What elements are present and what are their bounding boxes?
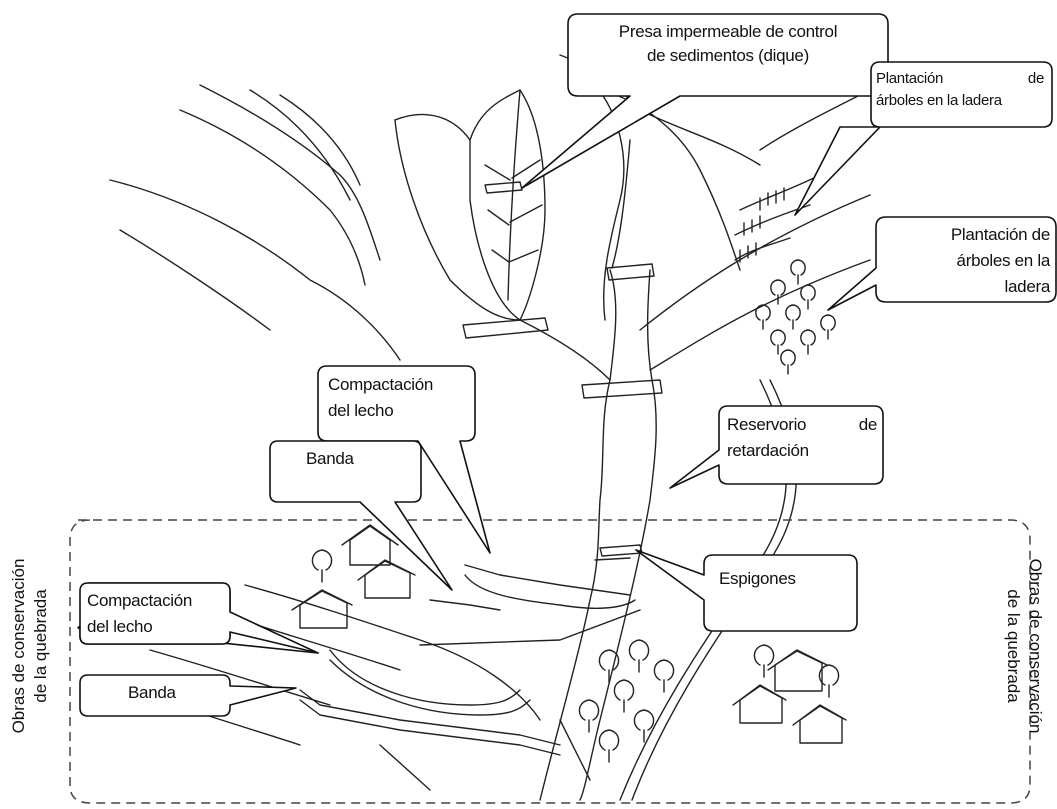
terrace-line [734, 237, 791, 261]
house [357, 559, 416, 599]
ridge-line [639, 194, 871, 331]
house [291, 589, 353, 629]
callout-plantacion-right-line3: ladera [1004, 277, 1051, 296]
callout-plantacion-top-word: Plantación [876, 70, 944, 87]
callout-banda-upper [269, 440, 453, 591]
callout-compactacion-lower-line2: del lecho [87, 617, 153, 636]
channel-work [464, 574, 636, 609]
callout-presa [521, 13, 889, 189]
callout-compactacion-upper [317, 365, 491, 554]
field-line [149, 649, 331, 706]
basin-stream [507, 89, 521, 301]
callout-plantacion-top [794, 61, 1053, 216]
tree-cluster-lower [578, 639, 840, 763]
callout-espigones [635, 549, 858, 632]
upper-basin [469, 89, 546, 321]
ridge-line [119, 229, 271, 331]
callout-presa-line2: de sedimentos (dique) [647, 46, 809, 65]
channel-work [329, 649, 521, 706]
callout-plantacion-top-end: de [1027, 70, 1044, 87]
ridge-line [199, 84, 381, 261]
ridge-line [394, 119, 521, 321]
callout-compactacion-lower-line1: Compactación [87, 591, 193, 610]
field-line [379, 719, 591, 791]
callout-presa-line1: Presa impermeable de control [618, 22, 838, 41]
zone-label-left-line2: de la quebrada [31, 589, 50, 703]
callout-plantacion-right-line2: árboles en la [956, 251, 1051, 270]
callout-reservorio-text: Reservorio de retardación [727, 412, 877, 464]
callout-compactacion-lower [79, 582, 319, 654]
callout-reservorio [669, 405, 884, 489]
callout-banda-lower [79, 674, 297, 717]
conservation-zone-boundary [69, 519, 1031, 804]
ridge-line [279, 94, 361, 186]
house [767, 649, 828, 692]
house [341, 524, 399, 566]
callout-reservorio-line1: Reservorio de [727, 412, 877, 438]
callout-plantacion-top-line2: árboles en la ladera [876, 92, 1002, 109]
zone-label-right: Obras de conservación de la quebrada [1002, 546, 1046, 746]
callout-banda-upper-text: Banda [306, 449, 354, 468]
field-line [419, 609, 641, 646]
channel-work [299, 699, 561, 756]
callout-plantacion-right-text: Plantación de árboles en la ladera [880, 222, 1050, 300]
ridge-line [394, 113, 471, 141]
field-line [244, 584, 541, 721]
zone-label-left-line1: Obras de conservación [9, 558, 28, 734]
ridge-line [249, 89, 351, 201]
channel-right-bank [579, 269, 657, 801]
check-dam [484, 181, 523, 194]
callout-plantacion-top-line1: Plantación de [876, 68, 1044, 90]
basin-veins [484, 159, 543, 263]
channel-left-bank [539, 269, 617, 801]
callout-espigones-text: Espigones [719, 569, 796, 588]
callout-presa-text: Presa impermeable de control de sediment… [572, 20, 884, 68]
ridge-line [649, 259, 871, 371]
check-dam [581, 379, 663, 399]
upper-channel [611, 139, 631, 269]
channel-work [329, 659, 531, 716]
callout-compactacion-lower-text: Compactación del lecho [87, 588, 227, 640]
callout-reservorio-line2: retardación [727, 441, 809, 460]
channel-work [464, 564, 631, 596]
callout-banda-lower-text: Banda [128, 683, 176, 702]
ridge-line [109, 179, 401, 361]
callout-reservorio-word: Reservorio [727, 415, 807, 434]
zone-label-right-line1: Obras de conservación [1026, 558, 1045, 734]
callout-compactacion-upper-line2: del lecho [328, 401, 394, 420]
tree-cluster-slope [755, 259, 836, 375]
zone-label-right-line2: de la quebrada [1004, 589, 1023, 703]
callout-plantacion-top-text: Plantación de árboles en la ladera [876, 68, 1044, 112]
house [792, 704, 847, 744]
callout-plantacion-right [827, 216, 1057, 311]
callout-compactacion-upper-text: Compactación del lecho [328, 372, 468, 424]
check-dam [606, 263, 655, 281]
check-dam [462, 317, 549, 339]
groyne [594, 557, 631, 561]
tree [311, 549, 333, 583]
tributary [519, 319, 611, 381]
ridge-line [179, 109, 366, 286]
callout-compactacion-upper-line1: Compactación [328, 375, 434, 394]
house [732, 684, 787, 724]
callout-plantacion-right-line1: Plantación de [950, 225, 1050, 244]
callout-reservorio-end: de [858, 415, 878, 434]
zone-label-left: Obras de conservación de la quebrada [8, 546, 52, 746]
terrace-trees [739, 187, 785, 263]
channel-work [429, 599, 501, 611]
